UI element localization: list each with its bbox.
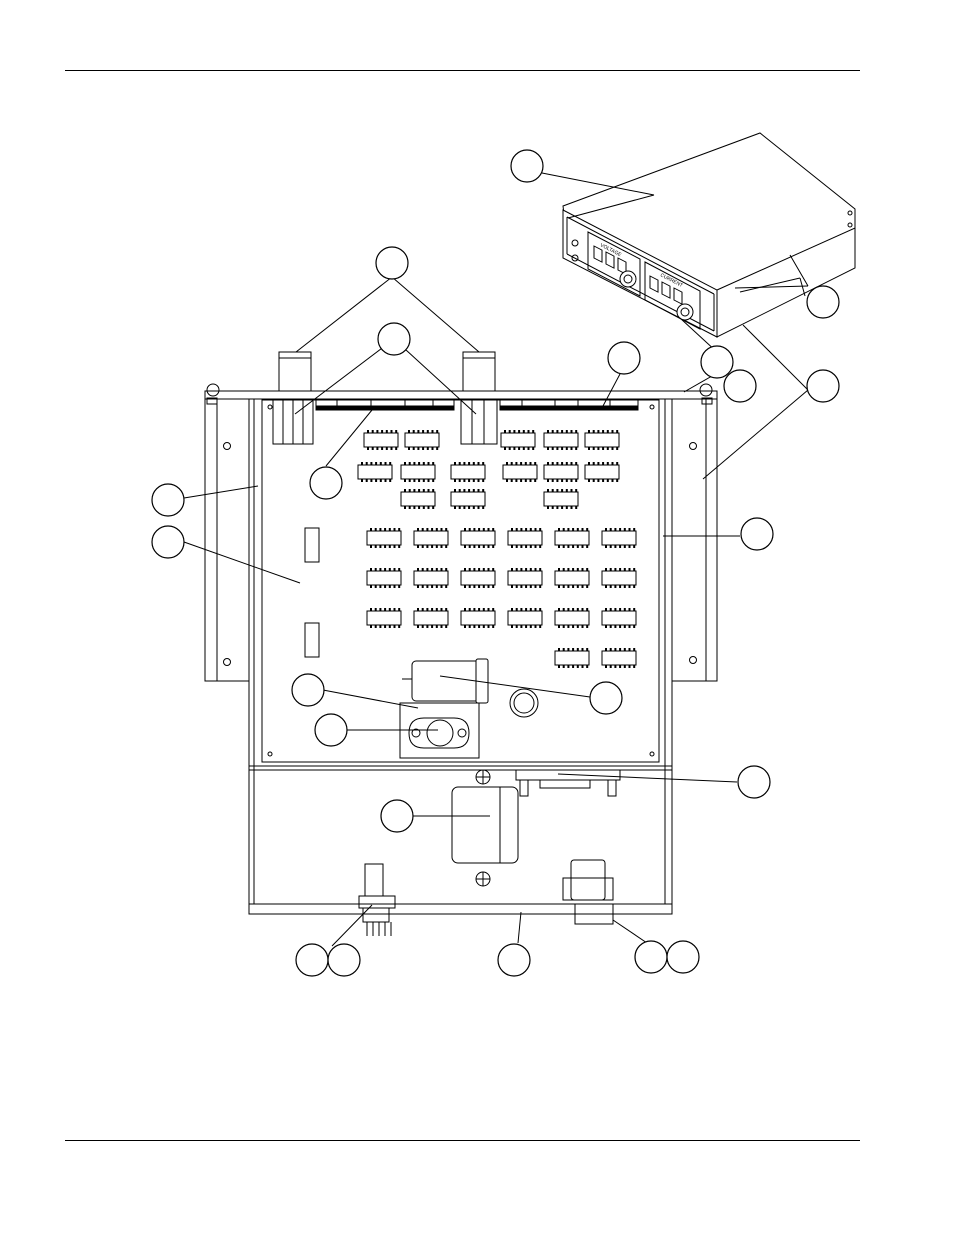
ic-chip <box>554 648 590 668</box>
callout-regulator <box>314 713 348 747</box>
callout-switch-row <box>377 322 411 356</box>
callout-pcb <box>151 525 185 559</box>
callout-chassis <box>497 943 531 977</box>
header-strip-right <box>499 399 639 411</box>
callout-transformer <box>380 799 414 833</box>
ic-chip <box>400 489 436 509</box>
ic-chip <box>413 608 449 628</box>
callout-rear-connector <box>737 765 771 799</box>
footer-rule <box>65 1140 860 1141</box>
ic-chip <box>601 608 637 628</box>
ic-chip <box>404 430 440 450</box>
ic-chip <box>460 608 496 628</box>
callout-right-connector <box>607 341 641 375</box>
ic-chip <box>366 608 402 628</box>
rear-connector <box>515 769 621 797</box>
ic-chip <box>400 462 436 482</box>
ic-vertical-lower <box>304 622 320 658</box>
callout-output-conn-a <box>634 940 668 974</box>
output-connector <box>562 859 614 925</box>
ic-chip <box>413 568 449 588</box>
ic-chips <box>357 430 637 668</box>
round-component <box>509 688 539 718</box>
ic-chip <box>601 528 637 548</box>
open-chassis-view <box>204 351 718 936</box>
ic-chip <box>601 568 637 588</box>
chassis-body <box>248 398 673 915</box>
ic-chip <box>543 489 579 509</box>
callout-right-edge <box>740 517 774 551</box>
capacitor <box>402 658 489 704</box>
callout-bracket <box>291 673 325 707</box>
ic-chip <box>413 528 449 548</box>
ic-chip <box>363 430 399 450</box>
ic-chip <box>584 430 620 450</box>
ic-chip <box>460 528 496 548</box>
callout-power-entry-a <box>295 943 329 977</box>
ic-vertical-upper <box>304 527 320 563</box>
ic-chip <box>357 462 393 482</box>
callout-top-cover <box>510 149 544 183</box>
right-side-rail <box>671 398 718 682</box>
ic-chip <box>450 462 486 482</box>
ic-chip <box>554 528 590 548</box>
header-strip-left <box>315 399 455 411</box>
ic-chip <box>543 462 579 482</box>
ic-chip <box>450 489 486 509</box>
switch-block-right <box>460 399 498 445</box>
ic-chip <box>554 568 590 588</box>
leader-lines <box>183 172 809 947</box>
callout-bubbles <box>151 149 840 977</box>
callout-output-conn-b <box>666 940 700 974</box>
callout-header-strip <box>309 466 343 500</box>
ic-chip <box>601 648 637 668</box>
transformer <box>451 769 519 887</box>
left-side-rail <box>204 398 250 682</box>
ic-chip <box>366 528 402 548</box>
front-panel-strip <box>204 390 718 400</box>
callout-side-rails <box>806 369 840 403</box>
ic-chip <box>507 608 543 628</box>
ic-chip <box>507 568 543 588</box>
header-rule <box>65 70 860 71</box>
ic-chip <box>543 430 579 450</box>
assembled-unit-view: VOLTAGE CURRENT <box>562 132 856 338</box>
callout-handles <box>375 246 409 280</box>
ic-chip <box>584 462 620 482</box>
callout-front-panel <box>700 345 734 379</box>
ic-chip <box>507 528 543 548</box>
callout-top-rail <box>806 285 840 319</box>
callout-capacitor <box>589 681 623 715</box>
ic-chip <box>554 608 590 628</box>
callout-power-entry-b <box>327 943 361 977</box>
ic-chip <box>366 568 402 588</box>
current-window <box>644 261 701 330</box>
current-knob-icon <box>676 303 694 321</box>
ic-chip <box>460 568 496 588</box>
callout-front-right <box>723 369 757 403</box>
ic-chip <box>500 430 536 450</box>
callout-left-rail <box>151 483 185 517</box>
voltage-knob-icon <box>619 270 637 288</box>
voltage-window <box>587 231 641 297</box>
ic-chip <box>502 462 538 482</box>
power-entry <box>358 863 396 936</box>
